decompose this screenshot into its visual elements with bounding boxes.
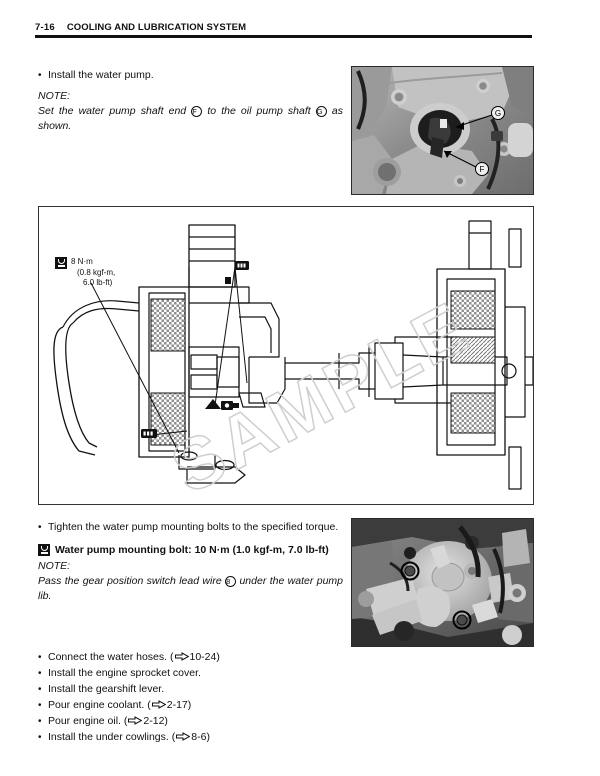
ref-open-paren: ( bbox=[171, 731, 176, 743]
bullet-marker: • bbox=[38, 700, 42, 711]
bullet-text: Install the engine sprocket cover. bbox=[48, 667, 201, 679]
ref-page-number: 10-24 bbox=[189, 651, 217, 663]
callout-ref-g: G bbox=[315, 106, 327, 117]
torque-value-nm: 8 N·m bbox=[71, 257, 93, 266]
part-markers bbox=[141, 261, 249, 438]
list-item: • Pour engine coolant. (2-17) bbox=[38, 698, 343, 713]
ref-open-paren: ( bbox=[123, 715, 128, 727]
bullet-label: Install the under cowlings. bbox=[48, 731, 169, 743]
note-text-after: as shown. bbox=[38, 105, 343, 132]
list-item: • Install the gearshift lever. bbox=[38, 682, 343, 697]
note-label: NOTE: bbox=[38, 90, 71, 102]
bullet-text: Connect the water hoses. (10-24) bbox=[48, 650, 343, 665]
bullet-label: Pour engine coolant. bbox=[48, 699, 145, 711]
svg-text:G: G bbox=[495, 109, 501, 118]
bullet-text: Pour engine coolant. (2-17) bbox=[48, 698, 343, 713]
torque-callout: 8 N·m (0.8 kgf-m, 6.0 lb-ft) bbox=[55, 257, 115, 289]
torque-wrench-icon bbox=[55, 257, 67, 269]
ref-page-number: 8-6 bbox=[191, 731, 207, 743]
page-reference[interactable]: (2-17) bbox=[147, 699, 191, 711]
photo-bottom-graphic bbox=[352, 519, 533, 646]
photo-top-graphic: G F bbox=[352, 67, 533, 194]
callout-ref-f: F bbox=[191, 106, 203, 117]
ref-page-number: 2-12 bbox=[143, 715, 165, 727]
torque-spec-line: Water pump mounting bolt: 10 N·m (1.0 kg… bbox=[38, 544, 343, 556]
section-final-steps: • Connect the water hoses. (10-24) • Ins… bbox=[38, 650, 343, 746]
torque-value-kgfm: (0.8 kgf-m, bbox=[77, 267, 116, 277]
svg-text:F: F bbox=[480, 165, 485, 174]
bullet-text: Install the gearshift lever. bbox=[48, 683, 165, 695]
list-item: • Install the under cowlings. (8-6) bbox=[38, 730, 343, 745]
ref-close-paren: ) bbox=[187, 699, 192, 711]
section-tighten-bolts: • Tighten the water pump mounting bolts … bbox=[38, 520, 343, 604]
bolt-callout-circle-2 bbox=[452, 610, 472, 630]
ref-page-number: 2-17 bbox=[166, 699, 188, 711]
bullet-marker: • bbox=[38, 522, 42, 533]
bullet-label: Pour engine oil. bbox=[48, 715, 121, 727]
page-reference[interactable]: (8-6) bbox=[172, 731, 210, 743]
list-item: • Install the water pump. bbox=[38, 68, 343, 83]
ref-close-paren: ) bbox=[164, 715, 168, 727]
list-item: • Tighten the water pump mounting bolts … bbox=[38, 520, 343, 535]
pointing-hand-icon bbox=[128, 716, 143, 725]
list-item: • Pour engine oil. (2-12) bbox=[38, 714, 343, 729]
header-row: 7-16 COOLING AND LUBRICATION SYSTEM bbox=[35, 22, 532, 33]
page-number: 7-16 bbox=[35, 22, 55, 33]
pointing-hand-icon bbox=[174, 652, 189, 661]
callout-ref-8: 8 bbox=[225, 576, 237, 587]
page-reference[interactable]: (2-12) bbox=[124, 715, 168, 727]
note-text-between: to the oil pump shaft bbox=[207, 105, 311, 117]
note-body: Set the water pump shaft end F to the oi… bbox=[38, 104, 343, 134]
list-item: • Connect the water hoses. (10-24) bbox=[38, 650, 343, 665]
ref-open-paren: ( bbox=[170, 651, 174, 663]
section-install-water-pump: • Install the water pump. NOTE: Set the … bbox=[38, 68, 343, 134]
note-text-before-f: Set the water pump shaft end bbox=[38, 105, 187, 117]
pointing-hand-icon bbox=[151, 700, 166, 709]
diagram-linework bbox=[53, 220, 533, 490]
bullet-text: Tighten the water pump mounting bolts to… bbox=[48, 521, 339, 533]
ref-close-paren: ) bbox=[216, 651, 220, 663]
bullet-text: Pour engine oil. (2-12) bbox=[48, 714, 343, 729]
torque-callout-text: 8 N·m (0.8 kgf-m, 6.0 lb-ft) bbox=[71, 257, 115, 289]
assembly-diagram: 8 N·m (0.8 kgf-m, 6.0 lb-ft) bbox=[38, 206, 534, 505]
bullet-marker: • bbox=[38, 684, 42, 695]
torque-value-lbft: 6.0 lb-ft) bbox=[83, 278, 113, 287]
note-text-after-ref: under the water pump lib. bbox=[38, 575, 343, 602]
bullet-marker: • bbox=[38, 668, 42, 679]
bolt-callout-circle-1 bbox=[400, 561, 420, 581]
bullet-label: Connect the water hoses. bbox=[48, 651, 168, 663]
photo-mounting-bolts bbox=[351, 518, 534, 647]
bullet-marker: • bbox=[38, 652, 42, 663]
bullet-marker: • bbox=[38, 732, 42, 743]
pointing-hand-icon bbox=[176, 732, 191, 741]
header-rule bbox=[35, 35, 532, 38]
bullet-text: Install the water pump. bbox=[48, 69, 154, 81]
page-title: COOLING AND LUBRICATION SYSTEM bbox=[66, 22, 247, 33]
note-text-before-ref: Pass the gear position switch lead wire bbox=[38, 575, 222, 587]
bullet-marker: • bbox=[38, 70, 42, 81]
torque-wrench-icon bbox=[38, 544, 50, 556]
torque-spec-text: Water pump mounting bolt: 10 N·m (1.0 kg… bbox=[55, 544, 329, 556]
ref-close-paren: ) bbox=[206, 731, 210, 743]
note-body: Pass the gear position switch lead wire … bbox=[38, 574, 343, 604]
list-item: • Install the engine sprocket cover. bbox=[38, 666, 343, 681]
page-reference[interactable]: (10-24) bbox=[170, 651, 220, 663]
photo-shaft-engagement: G F bbox=[351, 66, 534, 195]
note-label: NOTE: bbox=[38, 560, 71, 572]
bullet-marker: • bbox=[38, 716, 42, 727]
ref-open-paren: ( bbox=[147, 699, 151, 711]
page-header: 7-16 COOLING AND LUBRICATION SYSTEM bbox=[35, 22, 532, 38]
bullet-text: Install the under cowlings. (8-6) bbox=[48, 730, 343, 745]
